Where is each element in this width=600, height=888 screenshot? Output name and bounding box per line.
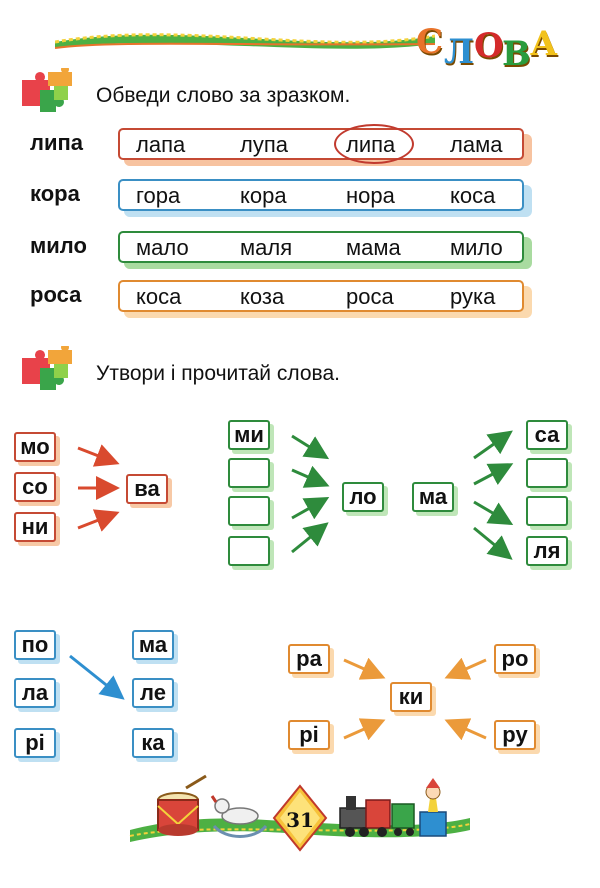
syllable-box-target: ва [126,474,168,504]
syllable-box: ру [494,720,536,750]
header-ribbon [55,33,435,49]
title-letter-5: А [530,24,558,64]
word-row-3: мало маля мама мило [118,231,524,263]
syllable-box: ля [526,536,568,566]
syllable-box: ле [132,678,174,708]
exercise2-instruction: Утвори і прочитай слова. [96,362,340,385]
syllable-box-center: ки [390,682,432,712]
page-number-badge [272,784,328,852]
title-letter-2: Л [444,32,475,72]
word-option[interactable]: лама [450,132,503,157]
syllable-blank[interactable] [526,458,568,488]
syllable-box-center: ло [342,482,384,512]
title-letter-1: С [416,22,444,62]
syllable-blank[interactable] [228,458,270,488]
syllable-box: ми [228,420,270,450]
syllable-box: ла [14,678,56,708]
jack-in-box-toy [419,778,447,837]
word-option[interactable]: гора [136,183,181,208]
word-option[interactable]: роса [346,284,394,309]
syllable-box: со [14,472,56,502]
word-option[interactable]: нора [346,183,395,208]
word-row-1: лапа лупа липа лама [118,124,524,164]
syllable-blank[interactable] [228,536,270,566]
puzzle-pieces-icon [22,346,72,390]
syllable-box: ма [132,630,174,660]
syllable-box: ка [132,728,174,758]
word-row-4: коса коза роса рука [118,280,524,312]
word-option[interactable]: рука [450,284,496,309]
title-letter-4: В [502,34,531,74]
puzzle-pieces-icon [22,68,72,112]
syllable-box: мо [14,432,56,462]
rocking-horse-toy [210,795,268,838]
drum-toy [157,774,207,836]
syllable-box-center: ма [412,482,454,512]
word-option[interactable]: лупа [240,132,288,157]
syllable-box: ра [288,644,330,674]
page-number: 31 [286,808,314,832]
train-toy [339,796,415,837]
word-option[interactable]: коза [240,284,285,309]
word-option[interactable]: коса [450,183,496,208]
word-option[interactable]: мило [450,235,503,260]
word-option[interactable]: мама [346,235,401,260]
word-option[interactable]: кора [240,183,287,208]
sample-word: кора [30,181,80,206]
syllable-box: ро [494,644,536,674]
title-letter-3: О [474,26,504,66]
syllable-box: ни [14,512,56,542]
sample-word: мило [30,233,87,258]
syllable-box: рі [14,728,56,758]
word-option[interactable]: коса [136,284,182,309]
syllable-blank[interactable] [526,496,568,526]
exercise1-instruction: Обведи слово за зразком. [96,84,351,107]
syllable-box: по [14,630,56,660]
word-row-2: гора кора нора коса [118,179,524,211]
sample-word: роса [30,282,82,307]
syllable-blank[interactable] [228,496,270,526]
word-option[interactable]: маля [240,235,293,260]
sample-word: липа [30,130,84,155]
syllable-box: рі [288,720,330,750]
syllable-box: са [526,420,568,450]
word-option[interactable]: мало [136,235,189,260]
answer-circle [334,124,414,164]
word-option[interactable]: лапа [136,132,186,157]
